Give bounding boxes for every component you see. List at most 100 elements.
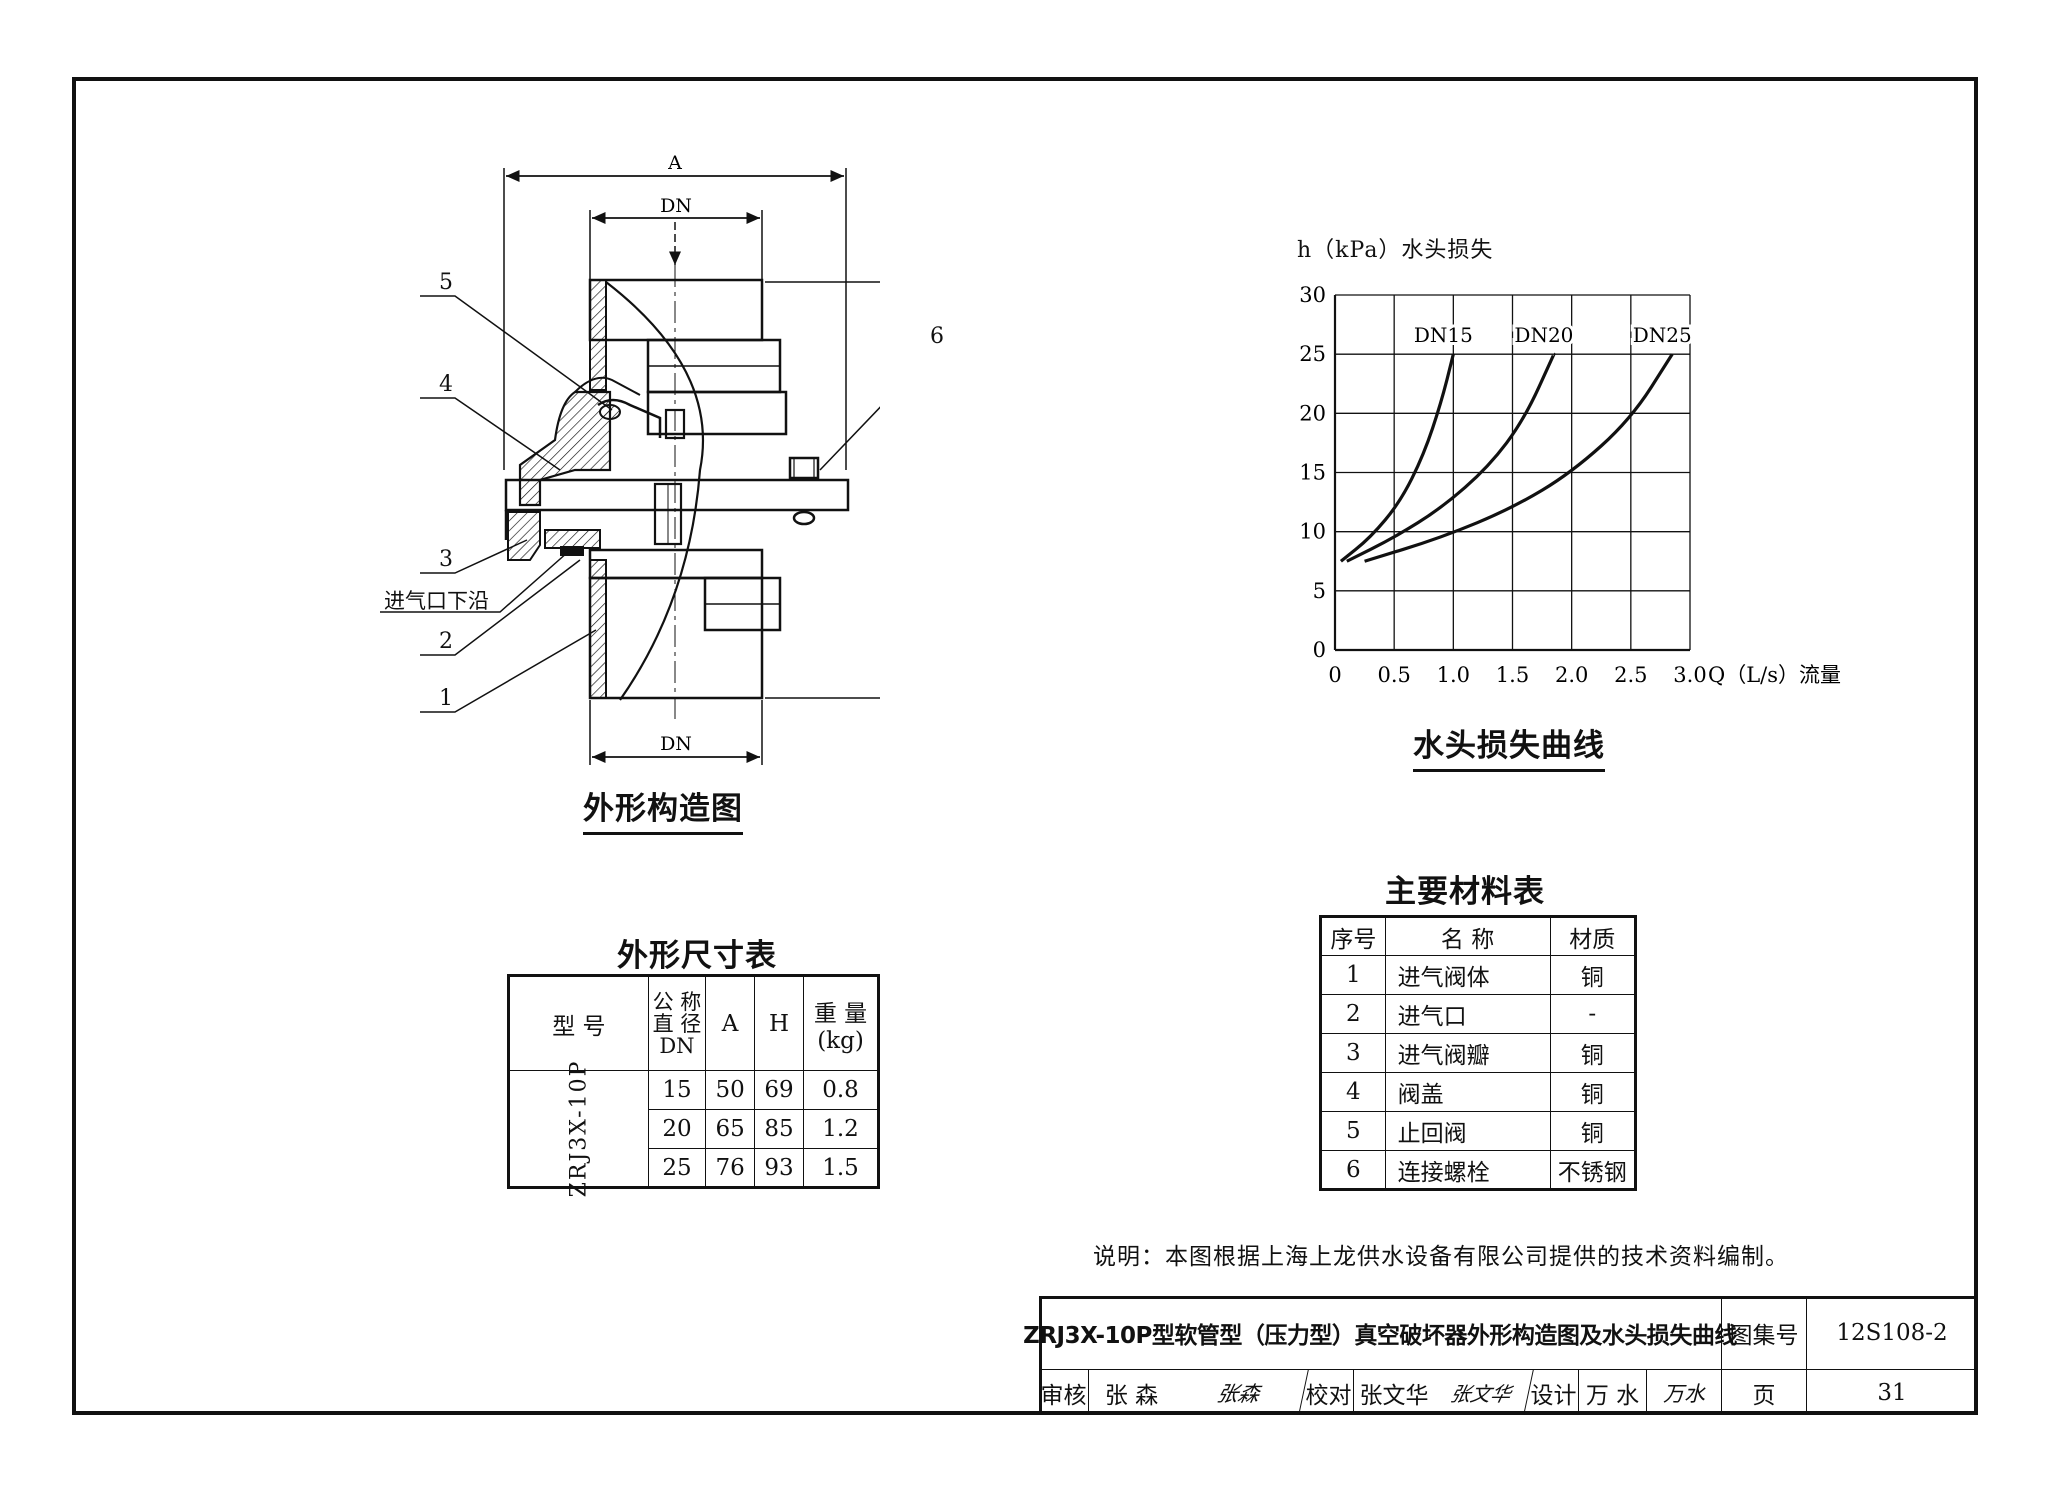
designer-signature: 万水 [1647, 1370, 1722, 1415]
dim-cell: 1.2 [803, 1109, 879, 1149]
mat-header-no: 序号 [1320, 916, 1386, 956]
x-tick-label: 2.5 [1614, 663, 1647, 687]
table-row: 20 65 85 1.2 [509, 1109, 879, 1149]
y-tick-label: 10 [1299, 520, 1326, 544]
lower-fitting [588, 548, 782, 700]
series-line-dn20 [1346, 353, 1556, 563]
dim-cell: 0.8 [803, 1070, 879, 1110]
dim-cell: 76 [705, 1148, 756, 1188]
y-tick-label: 15 [1299, 461, 1326, 485]
dim-cell: 25 [647, 1148, 707, 1188]
dim-table-title: 外形尺寸表 [617, 938, 777, 974]
y-tick-label: 20 [1299, 401, 1326, 425]
dim-model: ZRJ3X-10P [566, 1059, 592, 1198]
table-row: 3 进气阀瓣 铜 [1320, 1033, 1636, 1073]
head-loss-chart: 0 0.5 1.0 1.5 2.0 2.5 3.0 0 5 10 15 20 25 30Q（L/s）流量 D… [1299, 283, 1841, 687]
table-row: 1 进气阀体 铜 [1320, 955, 1636, 995]
check-label: 校对 [1304, 1370, 1354, 1415]
series-line-dn15 [1339, 353, 1455, 563]
dim-dn-bottom-label: DN [660, 733, 692, 755]
designer-name: 万 水 [1579, 1370, 1647, 1415]
dim-cell: 1.5 [803, 1148, 879, 1188]
dim-header-weight: 重 量 (kg) [803, 975, 879, 1071]
dim-cell: 85 [754, 1109, 804, 1149]
x-tick-label: 2.0 [1555, 663, 1588, 687]
table-row: 25 76 93 1.5 [509, 1148, 879, 1188]
dim-cell: 15 [647, 1070, 707, 1110]
mat-cell: 进气口 [1384, 994, 1551, 1034]
chart-ylabel: h（kPa）水头损失 [1297, 238, 1494, 263]
mat-cell: 6 [1320, 1150, 1386, 1190]
page-number: 31 [1877, 1379, 1907, 1406]
design-label: 设计 [1529, 1370, 1579, 1415]
atlas-number: 12S108-2 [1807, 1296, 1977, 1370]
mat-cell: 1 [1320, 955, 1386, 995]
dim-header-a: A [705, 975, 756, 1071]
callout-5: 5 [439, 270, 454, 295]
reviewer-name: 张 森 [1104, 1382, 1159, 1409]
y-tick-label: 5 [1313, 579, 1326, 603]
title-block-title: ZRJ3X-10P型软管型（压力型）真空破坏器外形构造图及水头损失曲线 [1023, 1296, 1737, 1370]
x-tick-label: 0 [1328, 663, 1341, 687]
note-text: 说明：本图根据上海上龙供水设备有限公司提供的技术资料编制。 [1093, 1244, 1789, 1270]
dim-cell: 20 [647, 1109, 707, 1149]
callout-4: 4 [439, 372, 454, 397]
atlas-label: 图集号 [1722, 1296, 1807, 1370]
table-row: 5 止回阀 铜 [1320, 1111, 1636, 1151]
mat-cell: 不锈钢 [1549, 1150, 1636, 1190]
dim-model-cell: ZRJ3X-10P [508, 1060, 649, 1197]
mat-cell: 2 [1320, 994, 1386, 1034]
upper-fitting [588, 278, 788, 436]
callout-2: 2 [439, 629, 454, 654]
mat-cell: 阀盖 [1384, 1072, 1551, 1112]
mat-cell: 5 [1320, 1111, 1386, 1151]
mat-cell: 进气阀体 [1384, 955, 1551, 995]
dim-cell: 50 [705, 1070, 756, 1110]
dim-cell: 93 [754, 1148, 804, 1188]
checker-signature: 张文华 [1429, 1370, 1534, 1415]
chart-caption: 水头损失曲线 [1413, 720, 1605, 772]
mat-table-title: 主要材料表 [1385, 874, 1545, 910]
series-label-dn15: DN15 [1414, 323, 1473, 347]
callout-3: 3 [439, 547, 454, 572]
dimension-dn-top [589, 210, 763, 285]
valve-drawing: A DN [380, 152, 880, 765]
mat-cell: 4 [1320, 1072, 1386, 1112]
dim-cell: 65 [705, 1109, 756, 1149]
mat-header-material: 材质 [1549, 916, 1636, 956]
table-row: 4 阀盖 铜 [1320, 1072, 1636, 1112]
dim-table: 型 号 公 称 直 径 DN A H 重 量 (kg) ZRJ3X-10P 15… [507, 974, 880, 1197]
x-tick-label: 0.5 [1377, 663, 1410, 687]
drawing-title: 外形构造图 [583, 783, 743, 835]
callout-leaders [380, 295, 880, 713]
x-tick-label: 1.0 [1437, 663, 1470, 687]
series-label-bg: DN15 [1414, 323, 1473, 347]
dim-cell: 69 [754, 1070, 804, 1110]
mat-cell: 铜 [1549, 1072, 1636, 1112]
dimension-dn-bottom [589, 700, 763, 765]
dimension-a [503, 168, 847, 470]
y-tick-label: 25 [1299, 342, 1326, 366]
valve-cap [518, 390, 612, 507]
mat-cell: 3 [1320, 1033, 1386, 1073]
x-tick-label: 1.5 [1496, 663, 1529, 687]
dimension-h [765, 281, 880, 699]
x-tick-label: 3.0 [1673, 663, 1706, 687]
mat-cell: 连接螺栓 [1384, 1150, 1551, 1190]
flange [504, 456, 850, 540]
callout-6: 6 [930, 324, 945, 349]
mat-table: 序号 名 称 材质 1 进气阀体 铜 2 进气口 - 3 进气阀瓣 铜 4 阀盖… [1319, 915, 1637, 1191]
table-row: ZRJ3X-10P 15 50 69 0.8 [508, 1060, 879, 1197]
series-label-dn25: DN25 [1633, 323, 1692, 347]
y-tick-label: 0 [1313, 638, 1326, 662]
callout-inlet-edge: 进气口下沿 [384, 589, 489, 613]
table-row: 6 连接螺栓 不锈钢 [1320, 1150, 1636, 1190]
page-label: 页 [1722, 1370, 1807, 1415]
mat-cell: 铜 [1549, 955, 1636, 995]
checker-name: 张文华 [1359, 1382, 1429, 1409]
mat-cell: 止回阀 [1384, 1111, 1551, 1151]
mat-cell: 铜 [1549, 1111, 1636, 1151]
x-axis-label: Q（L/s）流量 [1708, 663, 1841, 687]
series-label-bg: DN20 [1514, 323, 1573, 347]
y-tick-label: 30 [1299, 283, 1326, 307]
